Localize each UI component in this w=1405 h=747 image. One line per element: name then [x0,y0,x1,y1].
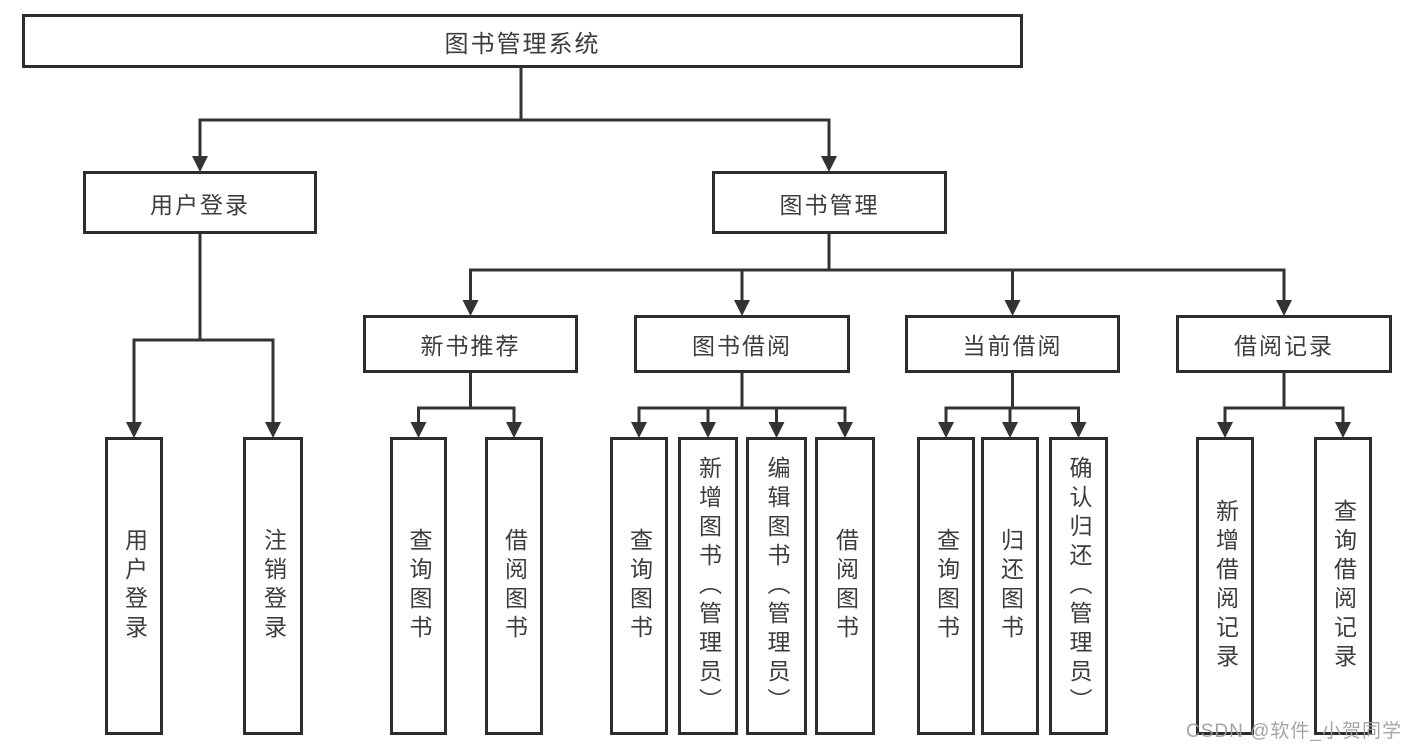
node-leaf-logout: 注销登录 [243,437,303,735]
node-leaf-br-query-record: 查询借阅记录 [1314,437,1372,735]
edge-book-borrow-to-leaves [631,373,853,438]
node-leaf-nb-borrow-book: 借阅图书 [485,437,543,735]
edge-root-to-level2 [192,68,837,172]
edge-current-borrow-to-leaves [938,373,1087,438]
node-leaf-cb-confirm-return: 确认归还（管理员） [1049,437,1108,735]
node-leaf-bb-add-book: 新增图书（管理员） [678,437,738,735]
edge-user-login-to-leaves [126,234,281,438]
csdn-watermark: CSDN @软件_小贺同学 [1186,721,1402,742]
node-leaf-cb-query-book: 查询图书 [917,437,975,735]
edge-book-manage-to-level3 [462,234,1292,316]
node-current-borrow: 当前借阅 [905,315,1120,373]
edge-new-book-rec-to-leaves [410,373,522,438]
node-user-login: 用户登录 [83,171,317,234]
node-leaf-nb-query-book: 查询图书 [390,437,447,735]
node-leaf-br-add-record: 新增借阅记录 [1196,437,1254,735]
node-new-book-rec: 新书推荐 [363,315,578,373]
node-borrow-record: 借阅记录 [1176,315,1392,373]
node-book-borrow: 图书借阅 [634,315,850,373]
node-leaf-bb-borrow-book: 借阅图书 [815,437,875,735]
node-leaf-cb-return-book: 归还图书 [981,437,1039,735]
edge-borrow-record-to-leaves [1217,373,1351,438]
node-leaf-bb-edit-book: 编辑图书（管理员） [746,437,807,735]
node-leaf-bb-query-book: 查询图书 [610,437,668,735]
node-book-manage: 图书管理 [712,171,947,234]
node-leaf-user-login: 用户登录 [105,437,163,735]
node-root: 图书管理系统 [22,14,1023,68]
